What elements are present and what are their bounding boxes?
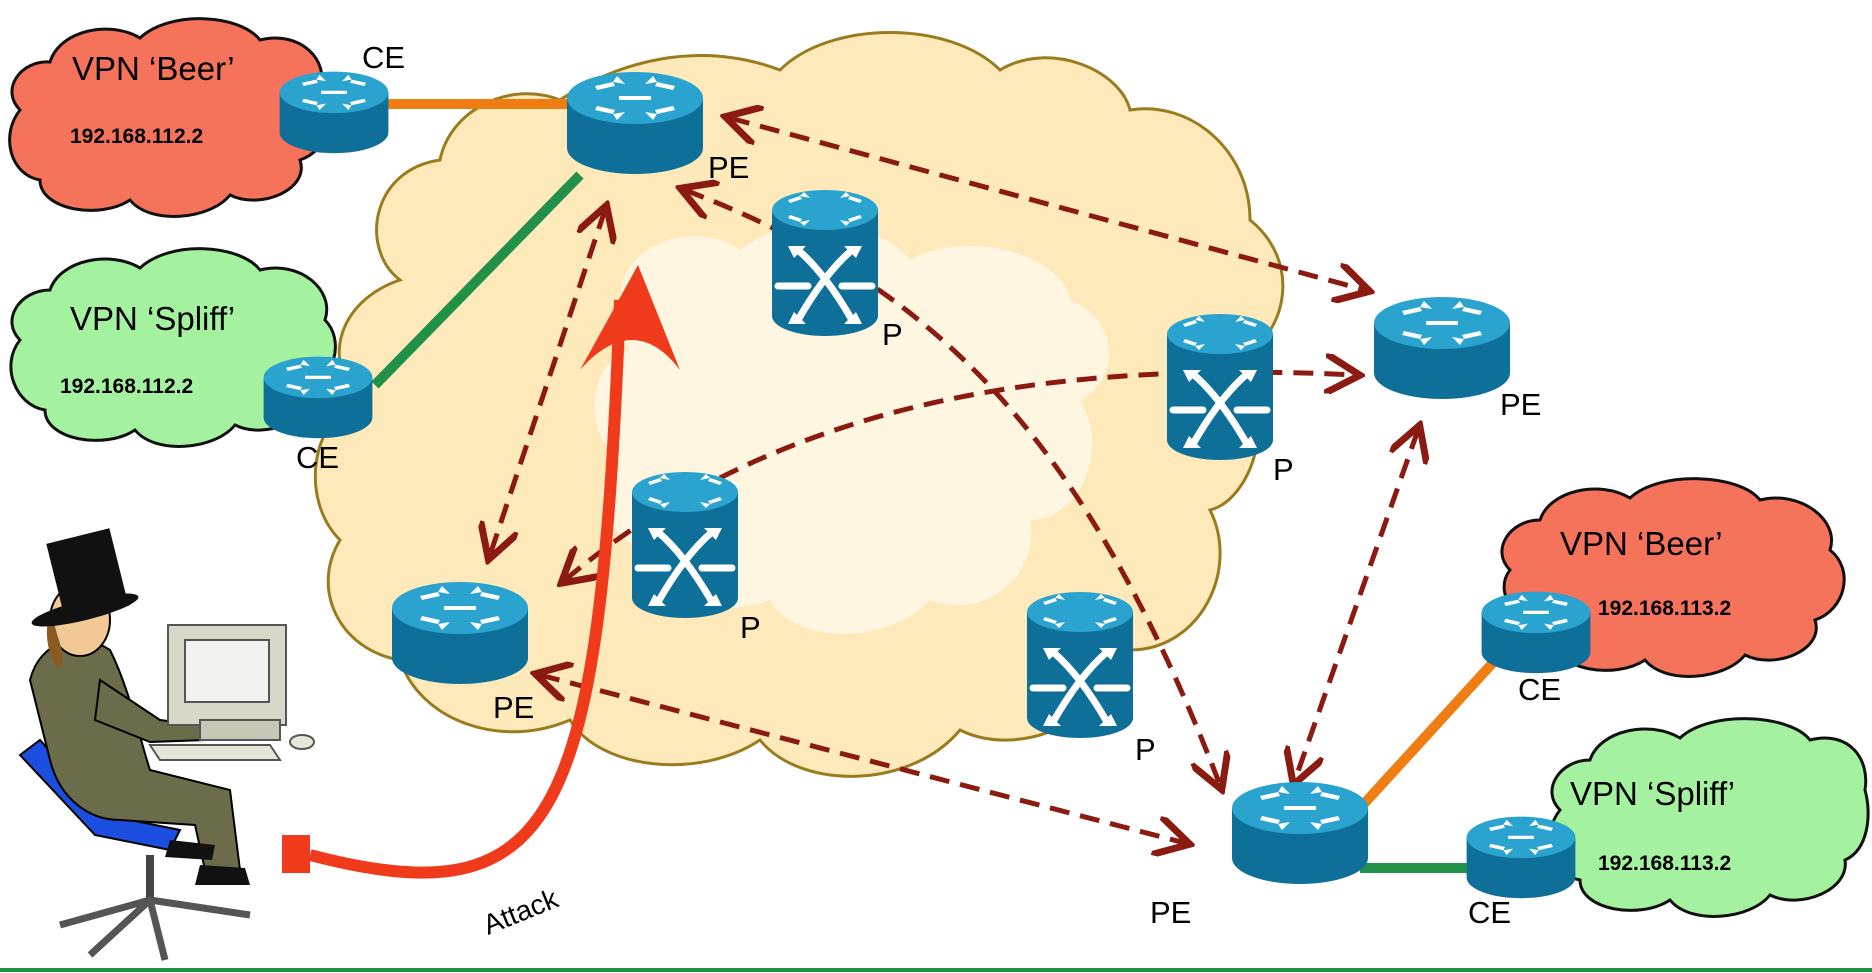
ce-router-spliff-left	[263, 356, 373, 439]
vpn-name-beer-left: VPN ‘Beer’	[72, 50, 235, 87]
label-pe-left: PE	[493, 690, 534, 725]
label-ce-spliff-right: CE	[1468, 895, 1511, 930]
label-p-4: P	[1135, 732, 1156, 767]
vpn-name-beer-right: VPN ‘Beer’	[1560, 525, 1723, 562]
p-switch-3	[632, 472, 738, 618]
attack-arrow	[282, 265, 680, 879]
vpn-cloud-spliff-right	[1548, 717, 1870, 918]
lsp-pe4-pe2	[565, 372, 1355, 580]
pe-router-top-left	[567, 72, 703, 174]
vpn-name-spliff-left: VPN ‘Spliff’	[70, 300, 235, 337]
label-p-2: P	[1273, 452, 1294, 487]
attacker-figure	[18, 528, 315, 961]
vpn-ip-spliff-right: 192.168.113.2	[1598, 852, 1731, 875]
label-ce-spliff-left: CE	[296, 440, 339, 475]
label-pe-right: PE	[1500, 387, 1541, 422]
lsp-pe4-pe3	[540, 675, 1185, 843]
ce-router-beer-right	[1481, 591, 1591, 674]
pe-router-right	[1374, 297, 1510, 399]
ce-router-beer-left	[279, 71, 389, 154]
ce-router-spliff-right	[1466, 816, 1576, 899]
attack-label: Attack	[479, 882, 564, 940]
label-ce-beer-left: CE	[362, 40, 405, 75]
vpn-name-spliff-right: VPN ‘Spliff’	[1570, 775, 1735, 812]
pe-router-bottom	[1232, 782, 1368, 884]
label-p-1: P	[882, 317, 903, 352]
p-switch-2	[1167, 314, 1273, 460]
p-switch-4	[1027, 592, 1133, 738]
vpn-ip-beer-right: 192.168.113.2	[1598, 597, 1731, 620]
label-pe-top-left: PE	[708, 150, 749, 185]
pe-router-left	[392, 582, 528, 684]
label-ce-beer-right: CE	[1518, 672, 1561, 707]
vpn-ip-spliff-left: 192.168.112.2	[60, 375, 193, 398]
vpn-ip-beer-left: 192.168.112.2	[70, 125, 203, 148]
lsp-pe2-pe3	[1295, 430, 1418, 780]
label-pe-bottom: PE	[1150, 895, 1191, 930]
p-switch-1	[772, 190, 878, 336]
label-p-3: P	[740, 610, 761, 645]
